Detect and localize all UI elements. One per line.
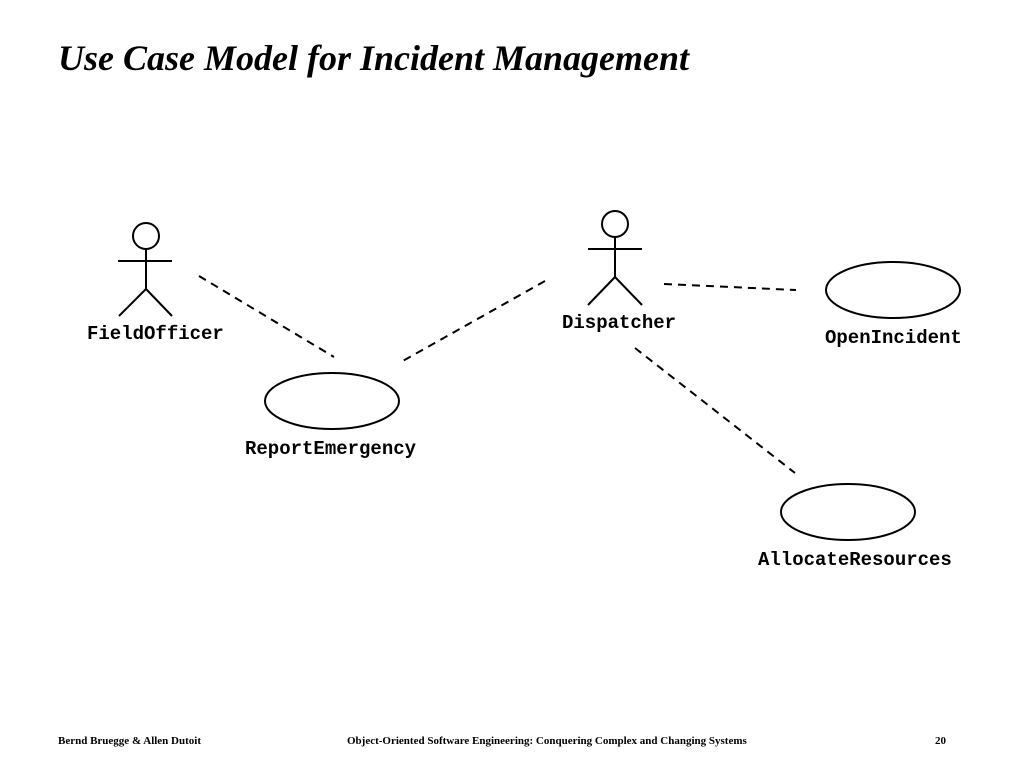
association-dispatcher-allocateresources bbox=[634, 347, 796, 474]
association-fieldofficer-reportemergency bbox=[198, 275, 335, 358]
allocate-resources-ellipse bbox=[780, 483, 916, 541]
report-emergency-ellipse bbox=[264, 372, 400, 430]
field-officer-label: FieldOfficer bbox=[87, 323, 224, 345]
report-emergency-label: ReportEmergency bbox=[245, 438, 417, 460]
dispatcher-label: Dispatcher bbox=[562, 312, 676, 334]
field-officer-actor-icon bbox=[118, 222, 173, 317]
footer-book-title: Object-Oriented Software Engineering: Co… bbox=[347, 735, 747, 747]
dispatcher-actor-icon bbox=[587, 210, 643, 306]
association-dispatcher-openincident bbox=[663, 283, 797, 291]
allocate-resources-label: AllocateResources bbox=[758, 549, 952, 571]
open-incident-ellipse bbox=[825, 261, 961, 319]
slide-title: Use Case Model for Incident Management bbox=[58, 38, 690, 78]
association-dispatcher-reportemergency bbox=[400, 280, 546, 363]
footer-authors: Bernd Bruegge & Allen Dutoit bbox=[58, 735, 201, 747]
open-incident-label: OpenIncident bbox=[825, 327, 962, 349]
page-number: 20 bbox=[935, 735, 946, 747]
